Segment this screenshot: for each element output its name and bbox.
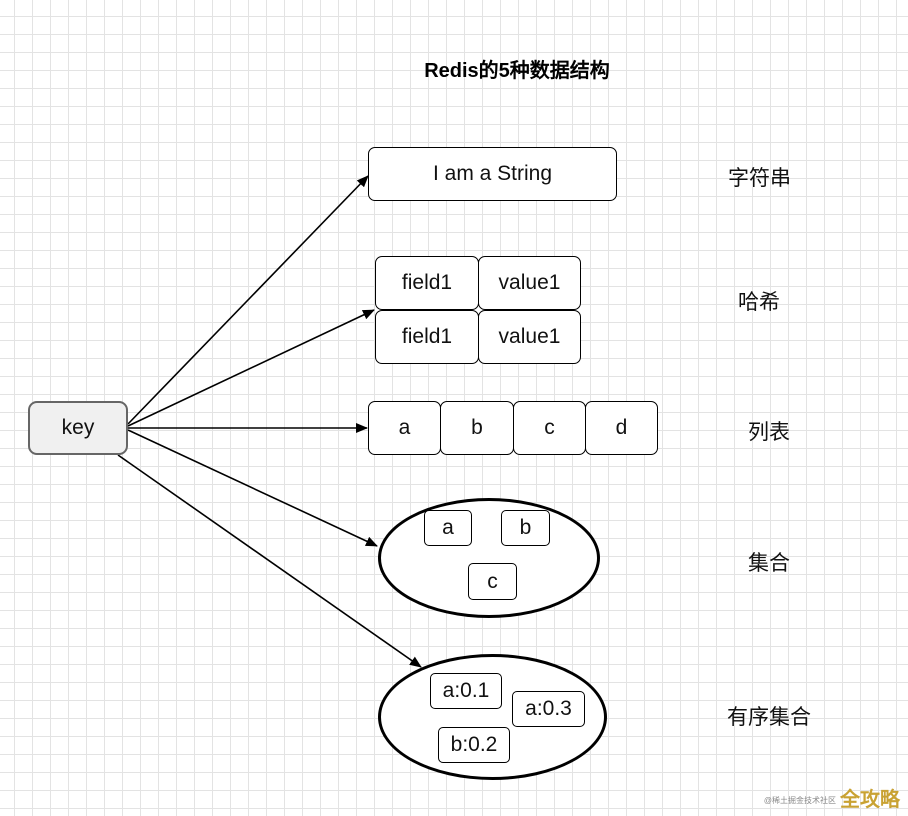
hash-value-cell: value1 <box>478 310 581 364</box>
set-type-label: 集合 <box>748 552 790 575</box>
zset-type-label: 有序集合 <box>727 706 811 729</box>
watermark: @稀土掘金技术社区 全攻略 <box>764 783 900 812</box>
zset-member: b:0.2 <box>438 727 510 763</box>
list-item-text: d <box>615 416 628 439</box>
list-item-text: c <box>544 416 555 439</box>
hash-value-cell: value1 <box>478 256 581 310</box>
hash-field-text: field1 <box>401 325 453 348</box>
set-member-text: b <box>519 516 532 539</box>
key-node: key <box>28 401 128 455</box>
arrow-to-hash <box>127 309 375 427</box>
list-item: d <box>585 401 658 455</box>
zset-member-text: a:0.1 <box>442 679 490 702</box>
list-item-text: b <box>471 416 483 439</box>
list-item: a <box>368 401 441 455</box>
set-member-text: a <box>442 516 454 539</box>
hash-type-label: 哈希 <box>738 291 780 314</box>
set-ellipse <box>378 498 600 618</box>
key-label: key <box>61 416 95 439</box>
list-item-text: a <box>398 416 411 439</box>
diagram-title: Redis的5种数据结构 <box>424 60 610 82</box>
string-type-label: 字符串 <box>728 167 791 190</box>
list-item: b <box>440 401 514 455</box>
string-value-box: I am a String <box>368 147 617 201</box>
arrow-to-string <box>127 175 369 425</box>
zset-member-text: a:0.3 <box>525 697 572 720</box>
list-item: c <box>513 401 586 455</box>
hash-value-text: value1 <box>498 325 561 348</box>
zset-member-text: b:0.2 <box>450 733 498 756</box>
hash-field-text: field1 <box>401 271 453 294</box>
watermark-brand: 全攻略 <box>840 789 900 811</box>
set-member-text: c <box>487 569 498 593</box>
zset-member: a:0.3 <box>512 691 585 727</box>
hash-value-text: value1 <box>498 271 561 294</box>
string-value: I am a String <box>432 162 553 185</box>
watermark-source: @稀土掘金技术社区 <box>763 796 836 805</box>
zset-member: a:0.1 <box>430 673 502 709</box>
arrow-to-set <box>127 429 378 547</box>
list-type-label: 列表 <box>748 421 790 444</box>
set-member: a <box>424 510 472 546</box>
set-member: b <box>501 510 550 546</box>
set-member: c <box>468 563 517 600</box>
arrow-to-zset <box>117 454 422 668</box>
hash-field-cell: field1 <box>375 310 479 364</box>
hash-field-cell: field1 <box>375 256 479 310</box>
